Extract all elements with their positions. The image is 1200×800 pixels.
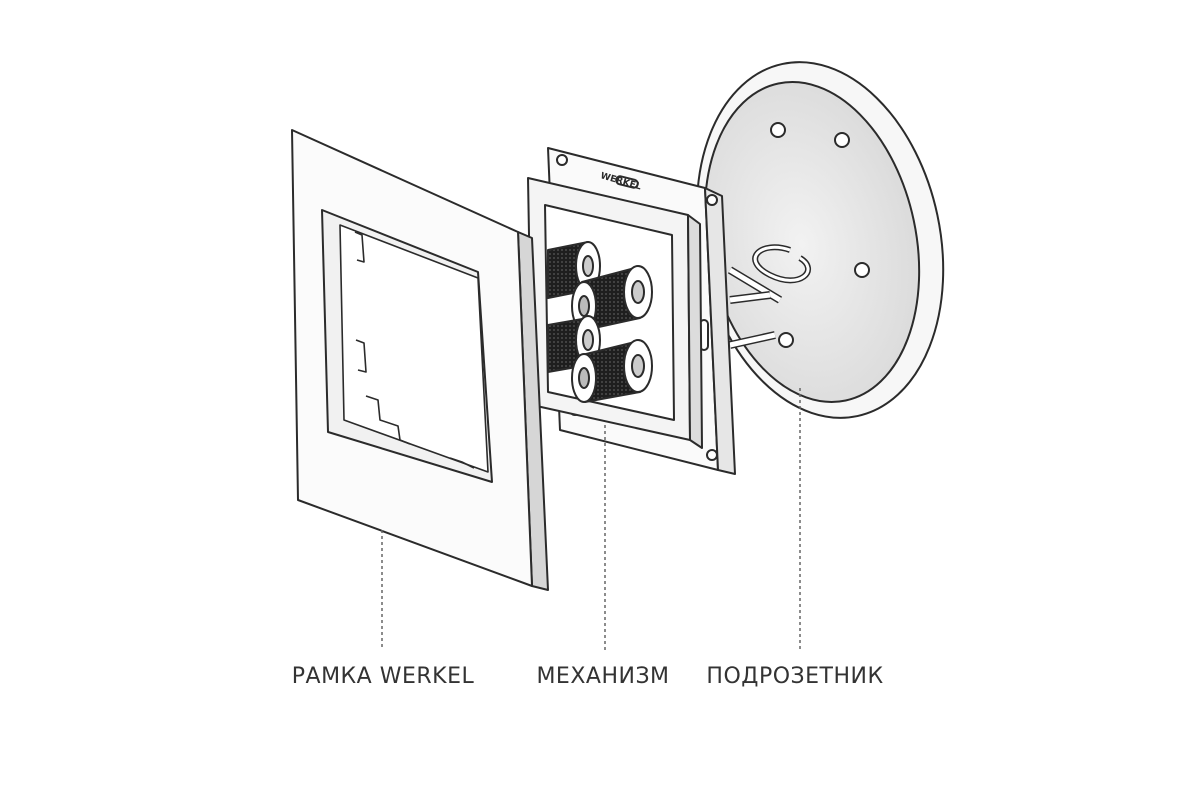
mechanism-label: МЕХАНИЗМ [536, 664, 670, 689]
box-label: ПОДРОЗЕТНИК [706, 664, 884, 689]
screw-icon [778, 332, 794, 348]
screw-icon [854, 262, 870, 278]
screw-icon [834, 132, 850, 148]
mounting-box [695, 61, 945, 419]
frame [291, 129, 549, 591]
screw-icon [770, 122, 786, 138]
terminal-group [547, 241, 653, 403]
frame-label: РАМКА WERKEL [291, 664, 475, 689]
mechanism: WERKEL [527, 147, 736, 475]
